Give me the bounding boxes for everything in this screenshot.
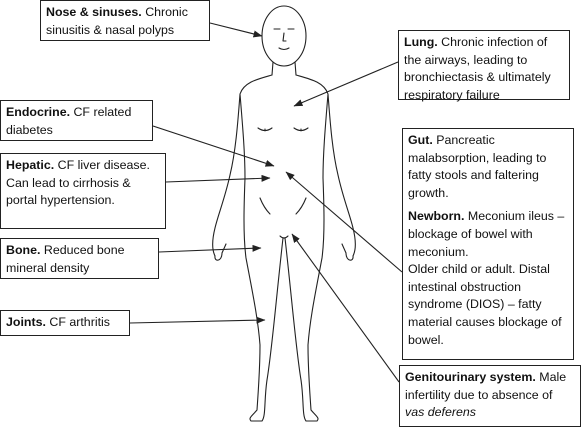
label-joints: Joints. CF arthritis [0,310,130,336]
arrow-genitourinary [291,233,400,383]
bone-title: Bone. [6,243,41,257]
endocrine-body: CF related diabetes [6,105,132,137]
hepatic-title: Hepatic. [6,158,55,172]
nose-title: Nose & sinuses. [46,5,142,19]
gut-title: Gut. [408,133,433,147]
newborn-title: Newborn. [408,209,465,224]
arrow-nose [209,22,263,38]
human-outline [212,5,356,422]
arrow-endocrine [152,125,275,167]
arrow-bone [158,244,262,253]
neck [271,61,297,76]
label-hepatic: Hepatic. CF liver disease. Can lead to c… [0,153,166,229]
nose-body: Chronic sinusitis & nasal polyps [46,5,188,37]
newborn-body: Meconium ileus – blockage of bowel with … [408,209,565,259]
genitourinary-body: Male infertility due to absence of [405,370,567,402]
arrow-joints [129,316,266,324]
bone-body: Reduced bone mineral density [6,243,125,275]
label-lung: Lung. Chronic infection of the airways, … [398,30,570,102]
hepatic-body: CF liver disease. Can lead to cirrhosis … [6,158,150,208]
arrow-hepatic [165,174,271,183]
label-genitourinary: Genitourinary system. Male infertility d… [399,365,581,427]
endocrine-title: Endocrine. [6,105,71,119]
lung-body: Chronic infection of the airways, leadin… [404,35,551,102]
arrow-gut [285,171,403,273]
joints-body: CF arthritis [49,315,110,329]
gut-paragraph: Gut. Pancreatic malabsorption, leading t… [408,132,568,202]
lung-title: Lung. [404,35,438,49]
right-hand [341,243,354,261]
arrow-lung [293,61,399,107]
left-hip-line [259,197,271,215]
left-hand [214,243,227,261]
gut-body: Pancreatic malabsorption, leading to fat… [408,133,547,200]
label-endocrine: Endocrine. CF related diabetes [0,100,153,141]
label-bone: Bone. Reduced bone mineral density [0,238,159,279]
older-paragraph: Older child or adult. Distal intestinal … [408,262,562,347]
body-outline [212,74,356,422]
right-hip-line [295,197,307,215]
mouth [278,47,290,51]
label-gut-newborn: Gut. Pancreatic malabsorption, leading t… [402,128,574,360]
nose [282,32,287,42]
callout-lines [129,22,403,383]
newborn-paragraph: Newborn. Meconium ileus – blockage of bo… [408,208,568,261]
genitourinary-title: Genitourinary system. [405,370,536,384]
joints-title: Joints. [6,315,46,329]
label-nose: Nose & sinuses. Chronic sinusitis & nasa… [40,0,210,41]
genitourinary-emphasis: vas deferens [405,405,476,420]
groin [279,235,289,239]
